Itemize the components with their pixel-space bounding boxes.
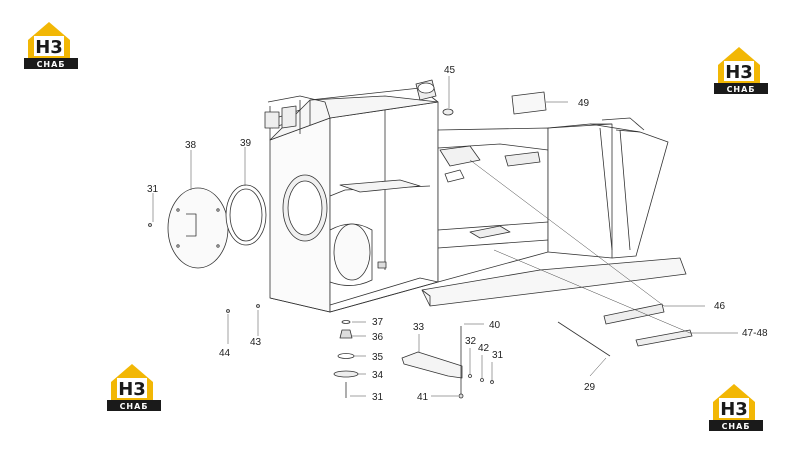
logo-h3-snab-top-right: H3 СНАБ [712,43,770,95]
logo-h3-snab-top-left: H3 СНАБ [22,18,80,70]
callout-32: 32 [465,336,477,347]
cap-45 [442,108,454,116]
callout-37: 37 [372,317,384,328]
callout-34: 34 [372,370,384,381]
bolt-group [458,326,494,399]
logo-word: СНАБ [722,422,751,431]
tank-housing [264,79,439,313]
logo-h3-snab-bottom-left: H3 СНАБ [105,360,163,412]
callout-41: 41 [417,392,429,403]
logo-h3-snab-bottom-right: H3 СНАБ [707,380,765,432]
plate-49 [511,91,547,115]
callout-31-left: 31 [147,184,159,195]
callout-36: 36 [372,332,384,343]
logo-mark: H3 [118,379,146,400]
callout-47-48: 47-48 [742,328,768,339]
logo-word: СНАБ [727,85,756,94]
callout-29: 29 [584,382,596,393]
logo-mark: H3 [720,399,748,420]
callout-31-bottom: 31 [372,392,384,403]
cover-plate-38 [167,187,229,269]
leader-lines [152,76,738,397]
callout-46: 46 [714,301,726,312]
logo-mark: H3 [725,62,753,83]
callout-35: 35 [372,352,384,363]
rod-29 [557,321,611,357]
callout-45: 45 [444,65,456,76]
callout-39: 39 [240,138,252,149]
bar-46 [603,303,665,325]
callout-44: 44 [219,348,231,359]
logo-word: СНАБ [37,60,66,69]
callout-40: 40 [489,320,501,331]
bar-47-48 [635,329,693,347]
callout-33: 33 [413,322,425,333]
callout-38: 38 [185,140,197,151]
callout-labels: 45 49 38 39 31 46 47-48 44 43 37 36 35 3… [147,65,768,403]
logo-mark: H3 [35,37,63,58]
base-frame [421,117,687,307]
logo-word: СНАБ [120,402,149,411]
callout-31-right: 31 [492,350,504,361]
callout-42: 42 [478,343,490,354]
gasket-39 [225,184,267,246]
callout-49: 49 [578,98,590,109]
bracket-33 [401,351,463,379]
fitting-stack [333,320,359,398]
callout-43: 43 [250,337,262,348]
